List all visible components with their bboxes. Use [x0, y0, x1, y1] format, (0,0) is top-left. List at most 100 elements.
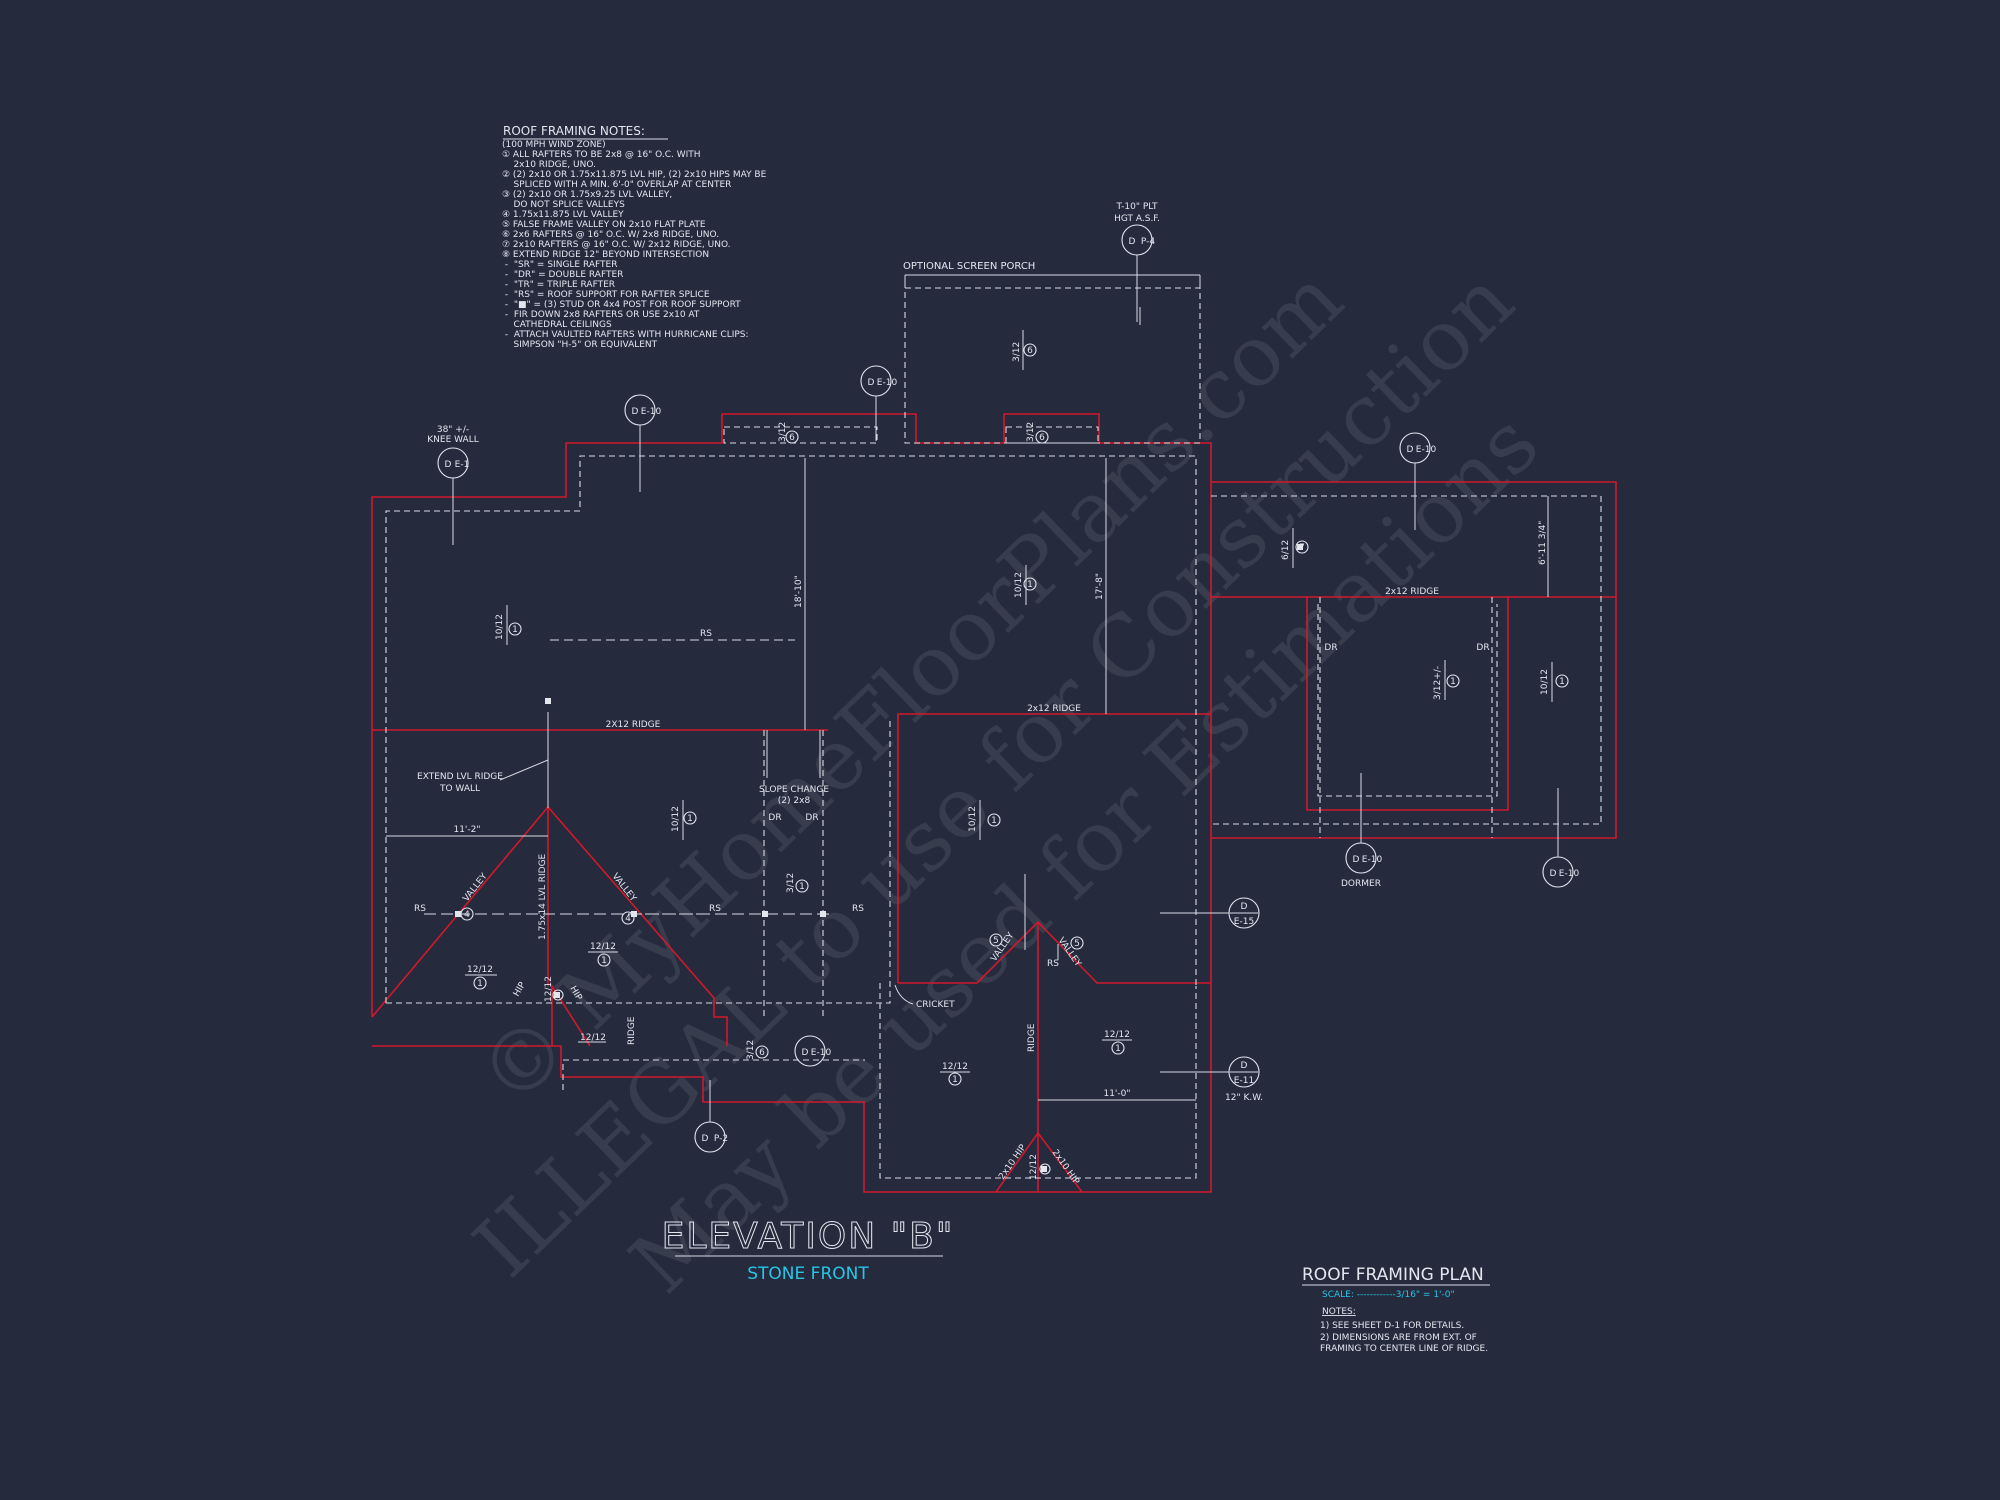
svg-text:3/12: 3/12 [746, 1040, 756, 1060]
svg-text:6: 6 [789, 433, 795, 443]
cricket-label: CRICKET [916, 1000, 955, 1010]
elevation-title-block: ELEVATION "B" STONE FRONT [661, 1216, 953, 1285]
knee-wall-1: 38" +/- [437, 425, 469, 435]
pitch-3-12-bottom: 3/12 6 [746, 1040, 769, 1060]
svg-text:12/12: 12/12 [942, 1062, 968, 1072]
pitch-12-12-front-hip: 12/12 [1029, 1154, 1051, 1180]
svg-text:12/12: 12/12 [467, 965, 493, 975]
dormer-label: DORMER [1341, 879, 1381, 889]
svg-text:D: D [702, 1134, 709, 1144]
note-line: ⑥ 2x6 RAFTERS @ 16" O.C. W/ 2x8 RIDGE, U… [502, 230, 719, 240]
pitch-12-12-front-right: 12/12 1 [1102, 1030, 1132, 1055]
ridge-bottom: RIDGE [627, 1016, 637, 1045]
note-line: (100 MPH WIND ZONE) [502, 140, 606, 150]
svg-text:1: 1 [687, 814, 693, 824]
note-line: ③ (2) 2x10 OR 1.75x9.25 LVL VALLEY, [502, 190, 672, 200]
note-line: DO NOT SPLICE VALLEYS [502, 200, 625, 210]
bubble-e11: D E-11 [1160, 1056, 1260, 1088]
svg-text:1: 1 [991, 816, 997, 826]
note-line: - "■" = (3) STUD OR 4x4 POST FOR ROOF SU… [502, 300, 741, 310]
svg-text:12/12: 12/12 [544, 976, 554, 1002]
svg-text:6/12: 6/12 [1281, 540, 1291, 560]
ridge-left: 2X12 RIDGE [606, 720, 661, 730]
plan-notes-head: NOTES: [1322, 1307, 1356, 1317]
svg-text:4: 4 [464, 910, 470, 920]
roof-outline [371, 413, 1617, 1193]
ridge-front: RIDGE [1027, 1023, 1037, 1052]
note-line: - FIR DOWN 2x8 RAFTERS OR USE 2x10 AT [502, 310, 700, 320]
bubble-e1-knee-wall: D E-1 [437, 447, 470, 545]
pitch-3-12-dormer: 3/12+/- 1 [1433, 660, 1460, 700]
roof-framing-notes: ROOF FRAMING NOTES: (100 MPH WIND ZONE)①… [502, 124, 767, 350]
plan-title: ROOF FRAMING PLAN [1302, 1265, 1484, 1285]
dim-11-0: 11'-0" [1103, 1089, 1130, 1099]
watermark-line-2: ILLEGAL to use for Construction [455, 251, 1532, 1295]
extend-2: TO WALL [439, 784, 480, 794]
note-line: - "RS" = ROOF SUPPORT FOR RAFTER SPLICE [502, 290, 710, 300]
bubble-e10-dormer: D E-10 [1345, 773, 1382, 874]
svg-text:3/12: 3/12 [778, 422, 788, 442]
pitch-3-12-porch: 3/12 6 [1012, 330, 1037, 370]
dim-18-10: 18'-10" [794, 575, 804, 608]
ridge-mid: 2x12 RIDGE [1027, 704, 1081, 714]
wall-lines [385, 287, 1602, 1179]
svg-text:1: 1 [1450, 677, 1456, 687]
slope-change-1: SLOPE CHANGE [759, 785, 829, 795]
svg-text:E-10: E-10 [641, 407, 662, 417]
bubble-e10-porch-left: D E-10 [860, 365, 898, 441]
pitch-3-12-bump-right: 3/12 6 [1026, 422, 1049, 444]
plan-note-3: FRAMING TO CENTER LINE OF RIDGE. [1320, 1344, 1488, 1354]
svg-text:D: D [802, 1048, 809, 1058]
pitch-3-12-bump-left: 3/12 6 [778, 422, 799, 444]
pitch-12-12-bottom: 12/12 [578, 1033, 606, 1043]
bubble-e10-upper-left: D E-10 [624, 394, 662, 492]
pitch-markers: 10/12 1 10/12 1 3/12 6 3/12 6 3/12 6 [465, 330, 1569, 1180]
pitch-12-12-left-hip: 12/12 1 [465, 965, 497, 990]
note-line: ① ALL RAFTERS TO BE 2x8 @ 16" O.C. WITH [502, 150, 701, 160]
dr-slope-left: DR [768, 813, 781, 823]
rs-left: RS [414, 904, 426, 914]
svg-text:D: D [1353, 855, 1360, 865]
note-line: - "DR" = DOUBLE RAFTER [502, 270, 623, 280]
svg-text:10/12: 10/12 [1540, 669, 1550, 695]
note-line: - "TR" = TRIPLE RAFTER [502, 280, 615, 290]
bubble-p2: D P-2 [694, 1080, 728, 1153]
svg-text:D: D [868, 378, 875, 388]
pitch-10-12-lower-center: 10/12 1 [968, 800, 1001, 840]
rs-mid: RS [709, 904, 721, 914]
plan-note-1: 1) SEE SHEET D-1 FOR DETAILS. [1320, 1321, 1464, 1331]
notes-lines: (100 MPH WIND ZONE)① ALL RAFTERS TO BE 2… [502, 140, 767, 350]
svg-text:4: 4 [625, 914, 631, 924]
svg-text:1: 1 [1027, 580, 1033, 590]
svg-text:D: D [1407, 445, 1414, 455]
elevation-subtitle: STONE FRONT [747, 1264, 869, 1284]
svg-text:E-10: E-10 [1416, 445, 1437, 455]
plt-label-2: HGT A.S.F. [1114, 214, 1160, 224]
rs-upper: RS [700, 629, 712, 639]
bubble-e10-right-lower: D E-10 [1542, 788, 1579, 888]
svg-text:E-10: E-10 [877, 378, 898, 388]
svg-text:E-1: E-1 [455, 460, 470, 470]
svg-text:1: 1 [799, 882, 805, 892]
svg-text:1: 1 [952, 1075, 958, 1085]
pitch-10-12-lower-left: 10/12 1 [671, 800, 697, 840]
pitch-12-12-front-left: 12/12 1 [940, 1062, 970, 1086]
svg-text:E-10: E-10 [811, 1048, 832, 1058]
svg-text:5: 5 [1074, 939, 1080, 949]
svg-text:P-2: P-2 [714, 1134, 728, 1144]
linework [386, 274, 1549, 1101]
svg-text:12/12: 12/12 [590, 942, 616, 952]
svg-text:3/12: 3/12 [786, 873, 796, 893]
plan-title-block: ROOF FRAMING PLAN SCALE: ------------3/1… [1302, 1265, 1490, 1354]
pitch-10-12-far-right: 10/12 1 [1540, 662, 1569, 702]
kw-label: 12" K.W. [1225, 1093, 1263, 1103]
note-line: ④ 1.75x11.875 LVL VALLEY [502, 210, 624, 220]
rs-front: RS [1047, 959, 1059, 969]
svg-text:P-4: P-4 [1141, 237, 1155, 247]
note-line: SPLICED WITH A MIN. 6'-0" OVERLAP AT CEN… [502, 180, 731, 190]
svg-text:10/12: 10/12 [671, 806, 681, 832]
slope-change-2: (2) 2x8 [778, 796, 811, 806]
svg-text:5: 5 [993, 936, 999, 946]
note-line: ⑤ FALSE FRAME VALLEY ON 2x10 FLAT PLATE [502, 220, 706, 230]
svg-text:3/12: 3/12 [1012, 342, 1022, 362]
